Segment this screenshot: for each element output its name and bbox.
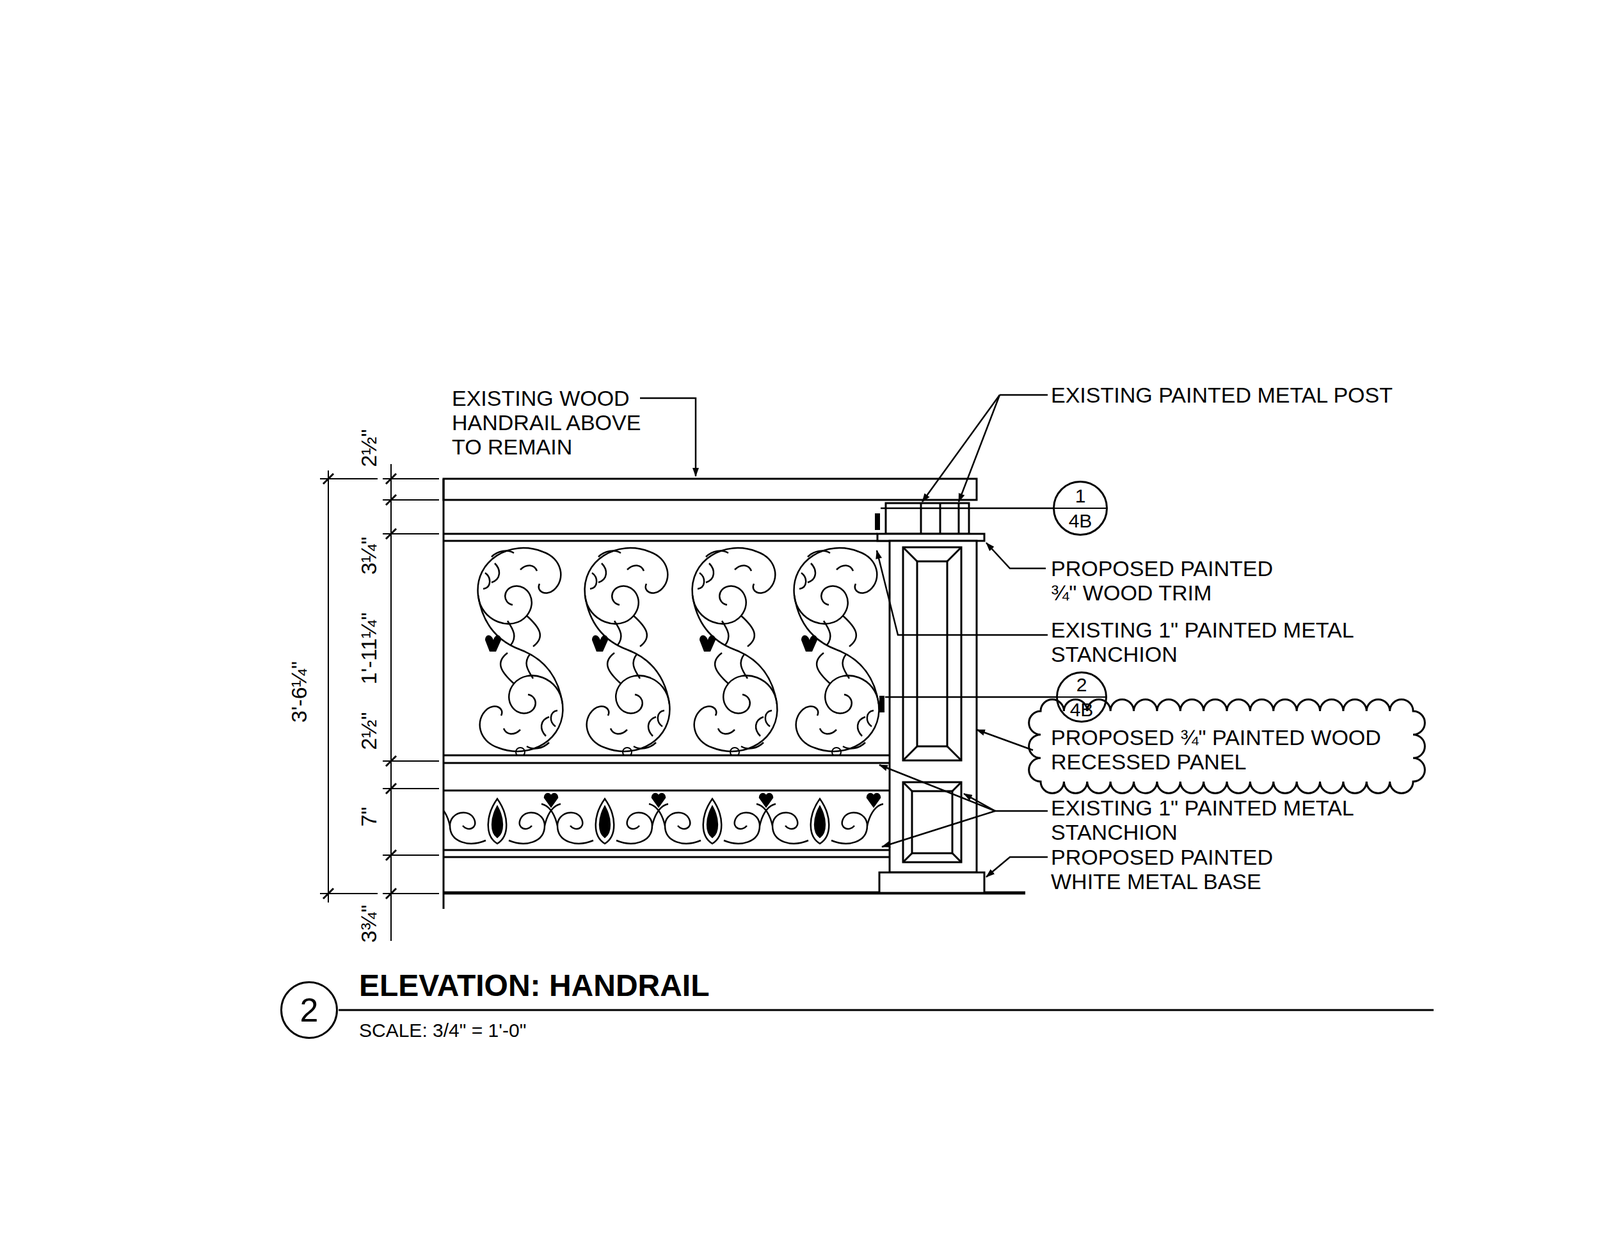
- callout-number: 2: [1057, 673, 1106, 696]
- drawing-part: [999, 394, 1048, 397]
- drawing-part: [952, 782, 962, 792]
- scroll-balusters: [478, 547, 880, 756]
- drawing-number-circle: 2: [280, 981, 338, 1039]
- drawing-part: [903, 782, 912, 792]
- callout-number: 4B: [1054, 510, 1106, 532]
- cloud-scallops: [1029, 699, 1426, 793]
- drawing-part: [323, 473, 334, 484]
- drawing-part: [385, 755, 397, 767]
- drawing-part: [443, 849, 890, 852]
- drawing-title: ELEVATION: HANDRAIL: [359, 967, 710, 1004]
- callout-number: 1: [1054, 485, 1106, 507]
- dimension-text: 2½": [356, 428, 381, 467]
- callout-note: PROPOSED PAINTED ¾" WOOD TRIM: [1050, 556, 1295, 605]
- callout-divider: [1054, 507, 1106, 509]
- drawing-part: [443, 540, 890, 543]
- drawing-part: [692, 547, 778, 756]
- callout-number: 2: [282, 990, 336, 1030]
- callout-divider: [1057, 696, 1106, 698]
- drawing-part: [443, 754, 890, 757]
- drawing-part: [885, 696, 1057, 699]
- drawing-part: [881, 810, 996, 847]
- leader-lines: [640, 394, 1048, 877]
- drawing-part: [976, 729, 1033, 751]
- drawing-part: [323, 888, 334, 899]
- drawing-part: [986, 542, 1046, 569]
- drawing-part: [385, 888, 397, 899]
- revision-cloud: PROPOSED ¾" PAINTED WOOD RECESSED PANEL: [1035, 705, 1419, 787]
- drawing-part: [903, 746, 918, 761]
- scale-caption: SCALE: 3/4" = 1'-0": [359, 1018, 527, 1042]
- drawing-part: [648, 793, 776, 844]
- callout-note: EXISTING PAINTED METAL POST: [1050, 382, 1448, 408]
- drawing-part: [443, 793, 561, 844]
- drawing-part: [443, 533, 878, 536]
- drawing-part: [879, 872, 985, 893]
- drawing-part: [903, 547, 962, 761]
- drawing-part: [876, 550, 1048, 635]
- callout-note: PROPOSED PAINTED WHITE METAL BASE: [1050, 844, 1307, 894]
- drawing-part: [879, 764, 996, 811]
- cloud-note: PROPOSED ¾" PAINTED WOOD RECESSED PANEL: [1050, 725, 1403, 774]
- drawing-part: [922, 394, 1000, 502]
- drawing-part: [327, 470, 329, 903]
- dimension-ticks: [323, 473, 397, 899]
- drawing-part: [986, 856, 1048, 877]
- drawing-part: [443, 856, 890, 859]
- drawing-part: [443, 789, 890, 792]
- drawing-part: [584, 547, 671, 756]
- section-callout: 14B: [1052, 480, 1108, 536]
- drawing-part: [385, 494, 397, 505]
- drawing-part: [917, 561, 948, 747]
- drawing-part: [889, 540, 977, 873]
- section-mark: [879, 695, 885, 713]
- dimension-lines: [320, 464, 440, 941]
- drawing-part: [880, 507, 1054, 510]
- drawing-part: [963, 793, 996, 811]
- drawing-part: [385, 783, 397, 794]
- newel-post: [877, 503, 985, 893]
- callout-note: EXISTING 1" PAINTED METAL STANCHION: [1050, 795, 1397, 845]
- drawing-part: [794, 547, 880, 756]
- drawing-part: [912, 791, 953, 854]
- drawing-part: [443, 762, 890, 765]
- drawing-part: [947, 547, 962, 562]
- section-leaders: [880, 508, 1057, 697]
- drawing-part: [478, 547, 564, 756]
- drawing-part: [443, 478, 977, 500]
- drawing-part: [385, 849, 397, 861]
- title-underline: [338, 1009, 1434, 1012]
- drawing-part: [640, 398, 696, 477]
- dimension-text: 3¾": [356, 904, 381, 943]
- drawing-part: [952, 853, 962, 863]
- drawing-part: [877, 533, 985, 541]
- drawing-part: [756, 793, 884, 844]
- drawing-part: [385, 473, 397, 484]
- dimension-text: 3¼": [356, 536, 381, 575]
- drawing-part: [947, 746, 962, 761]
- dimension-text: 3'-6¼": [286, 661, 312, 723]
- callout-note: EXISTING WOOD HANDRAIL ABOVE TO REMAIN: [451, 385, 664, 459]
- section-mark: [874, 513, 880, 530]
- drawing-part: [442, 478, 445, 909]
- drawing-part: [903, 547, 918, 562]
- dimension-text: 7": [356, 807, 381, 827]
- dimension-text: 1'-11¼": [356, 612, 381, 685]
- drawing-part: [541, 793, 669, 844]
- callout-note: EXISTING 1" PAINTED METAL STANCHION: [1050, 617, 1397, 667]
- drawing-part: [903, 853, 912, 863]
- scroll-frieze: [443, 793, 884, 844]
- dimension-text: 2½": [356, 711, 381, 750]
- drawing-part: [385, 528, 397, 539]
- drawing-part: [995, 810, 1048, 813]
- drawing-part: [958, 394, 1000, 502]
- section-callout: 24B: [1056, 671, 1108, 723]
